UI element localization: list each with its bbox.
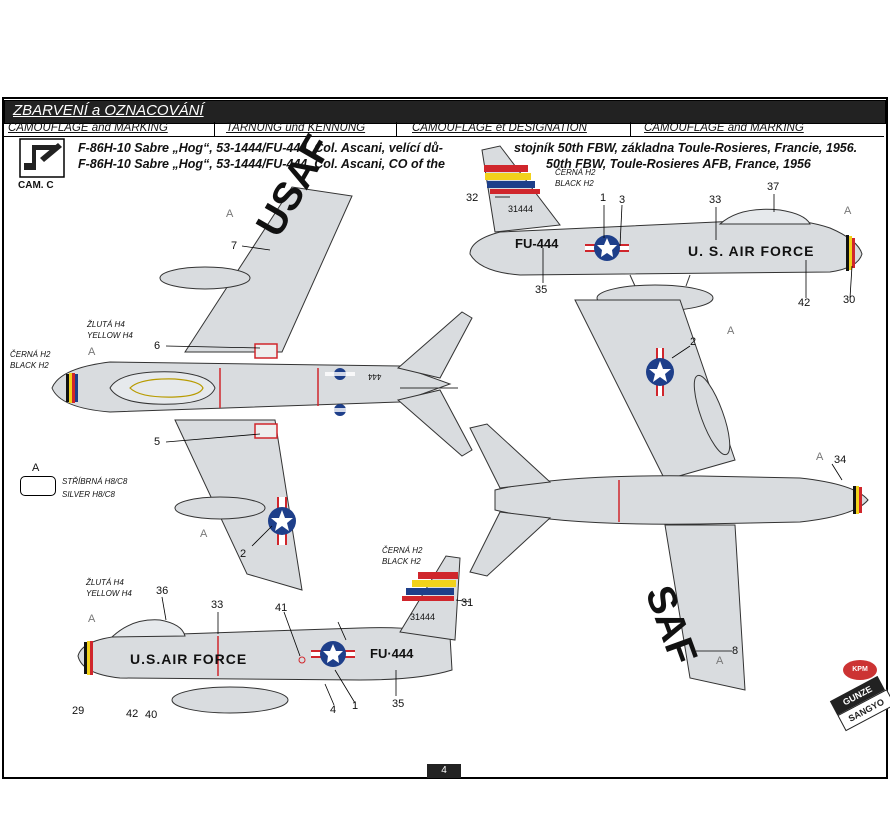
silver-marker: A <box>226 208 234 220</box>
fuselage-marking-left: U.S.AIR FORCE <box>130 651 248 667</box>
kpm-logo: KPM <box>843 660 877 680</box>
divider <box>396 122 397 136</box>
black-label-en: BLACK H2 <box>10 361 49 370</box>
silver-marker: A <box>727 325 735 337</box>
callout-32: 32 <box>466 192 479 204</box>
silver-label-en: SILVER H8/C8 <box>62 490 115 499</box>
title-en-right: 50th FBW, Toule-Rosieres AFB, France, 19… <box>546 157 811 171</box>
callout-33-left: 33 <box>211 599 224 611</box>
callout-34: 34 <box>834 454 847 466</box>
leader-lines <box>161 194 853 706</box>
silver-marker: A <box>88 346 96 358</box>
callout-3: 3 <box>619 194 626 206</box>
header-title-bar: ZBARVENÍ a OZNACOVÁNÍ <box>4 100 886 124</box>
aircraft-bottom-view <box>469 299 869 691</box>
header-sub-2: TARNUNG und KENNUNG <box>226 122 366 134</box>
header-sub-3: CAMOUFLAGE et DESIGNATION <box>412 122 587 134</box>
silver-marker: A <box>844 205 852 217</box>
black-label-cz-left: ČERNÁ H2 <box>382 546 423 555</box>
header-subtitle-bar: CAMOUFLAGE and MARKING TARNUNG und KENNU… <box>4 122 884 137</box>
callout-1-left: 1 <box>352 700 359 712</box>
silver-marker: A <box>716 655 724 667</box>
callout-36: 36 <box>156 585 169 597</box>
silver-marker: A <box>88 613 96 625</box>
divider <box>214 122 215 136</box>
header-sub-4: CAMOUFLAGE and MARKING <box>644 122 804 134</box>
callout-5: 5 <box>154 436 161 448</box>
silver-label-cz: STŘÍBRNÁ H8/C8 <box>62 477 128 486</box>
page-number: 4 <box>427 764 461 778</box>
callout-6: 6 <box>154 340 161 352</box>
callout-7: 7 <box>231 240 238 252</box>
tail-serial-right: 31444 <box>508 204 534 214</box>
title-cz-left: F-86H-10 Sabre „Hog“, 53-1444/FU-444, Co… <box>78 141 443 155</box>
yellow-label-cz-left: ŽLUTÁ H4 <box>86 578 124 587</box>
callout-42-left: 42 <box>126 708 139 720</box>
callout-42-right: 42 <box>798 297 811 309</box>
tail-serial-left: 31444 <box>410 612 436 622</box>
callout-2-right: 2 <box>690 336 697 348</box>
callout-4: 4 <box>330 704 337 716</box>
callout-8: 8 <box>732 645 739 657</box>
yellow-label-en: YELLOW H4 <box>87 331 133 340</box>
callout-35-left: 35 <box>392 698 405 710</box>
callout-40: 40 <box>145 709 158 721</box>
top-buzz-number: 444 <box>368 372 382 381</box>
black-label-en-left: BLACK H2 <box>382 557 421 566</box>
header-sub-1: CAMOUFLAGE and MARKING <box>8 122 168 134</box>
callout-41: 41 <box>275 602 288 614</box>
callout-2: 2 <box>240 548 247 560</box>
callout-29: 29 <box>72 705 85 717</box>
divider <box>630 122 631 136</box>
title-cz-right: stojník 50th FBW, základna Toule-Rosiere… <box>514 141 858 155</box>
aircraft-top-view <box>51 186 473 591</box>
buzz-number-left: FU·444 <box>370 646 414 661</box>
callout-1: 1 <box>600 192 607 204</box>
cam-logo-icon <box>19 138 65 178</box>
scheme-label: CAM. C <box>18 180 54 191</box>
callout-30: 30 <box>843 294 856 306</box>
callout-31: 31 <box>461 597 474 609</box>
page-border <box>2 97 888 779</box>
title-en-left: F-86H-10 Sabre „Hog“, 53-1444/FU-444, Co… <box>78 157 445 171</box>
callout-35-right: 35 <box>535 284 548 296</box>
black-label-en-right: BLACK H2 <box>555 179 594 188</box>
aircraft-side-view-left <box>77 555 461 714</box>
black-label-cz: ČERNÁ H2 <box>10 350 51 359</box>
silver-marker: A <box>816 451 824 463</box>
yellow-label-cz: ŽLUTÁ H4 <box>87 320 125 329</box>
fuselage-marking-right: U. S. AIR FORCE <box>688 243 815 259</box>
black-label-cz-right: ČERNÁ H2 <box>555 168 596 177</box>
silver-key-letter: A <box>32 462 40 474</box>
callout-37: 37 <box>767 181 780 193</box>
aircraft-side-view-right <box>469 145 863 312</box>
silver-marker: A <box>200 528 208 540</box>
yellow-label-en-left: YELLOW H4 <box>86 589 132 598</box>
silver-swatch <box>20 476 56 496</box>
callout-33-right: 33 <box>709 194 722 206</box>
buzz-number-right: FU-444 <box>515 236 559 251</box>
header-title: ZBARVENÍ a OZNACOVÁNÍ <box>13 102 204 119</box>
